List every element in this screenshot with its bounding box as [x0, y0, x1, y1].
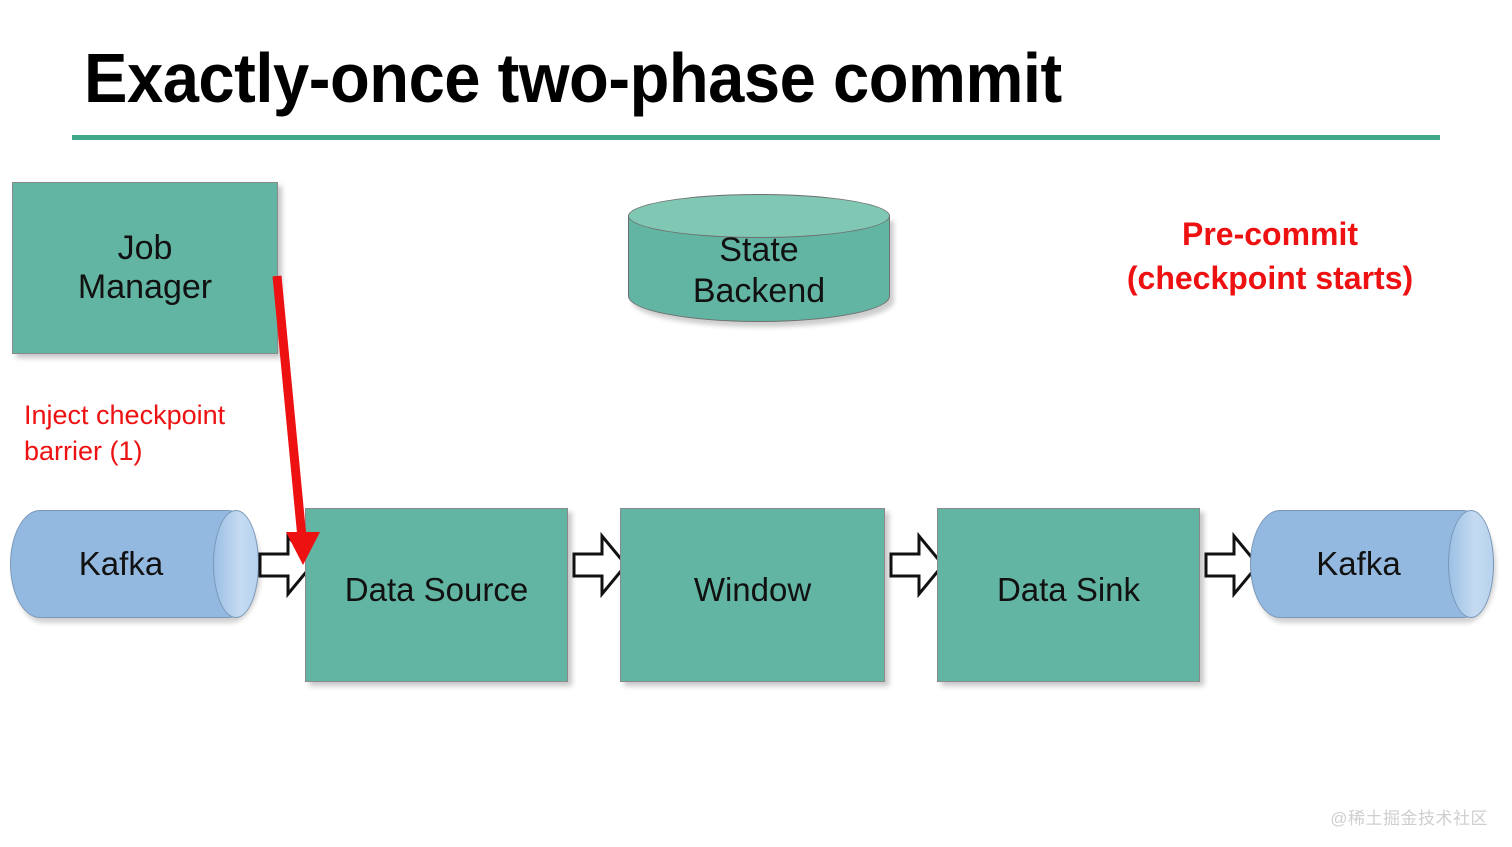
watermark-text: @稀土掘金技术社区	[1330, 809, 1488, 828]
inject-barrier-annotation: Inject checkpoint barrier (1)	[24, 400, 226, 466]
kafka-source-cylinder: Kafka	[10, 510, 259, 618]
page-title: Exactly-once two-phase commit	[84, 39, 1062, 117]
data-source-label: Data Source	[344, 571, 529, 608]
state-backend-label: State Backend	[692, 231, 826, 311]
kafka-source-label: Kafka	[78, 545, 164, 582]
title-underline-rule	[72, 135, 1440, 140]
kafka-sink-cap-ellipse	[1448, 510, 1494, 618]
kafka-sink-label: Kafka	[1316, 545, 1401, 582]
job-manager-label: Job Manager	[77, 228, 213, 306]
flow-arrow-window-to-sink	[889, 532, 945, 598]
state-backend-cylinder: State Backend	[628, 194, 890, 322]
window-box: Window	[620, 508, 885, 682]
window-label: Window	[693, 571, 812, 608]
flow-arrow-source-to-window	[572, 532, 628, 598]
kafka-source-cap-ellipse	[213, 510, 259, 618]
flow-arrow-sink-to-kafka	[1204, 532, 1260, 598]
pre-commit-annotation: Pre-commit (checkpoint starts)	[1126, 216, 1414, 297]
data-source-box: Data Source	[305, 508, 568, 682]
job-manager-box: Job Manager	[12, 182, 278, 354]
data-sink-label: Data Sink	[996, 571, 1141, 608]
state-backend-top-ellipse	[628, 194, 890, 238]
kafka-sink-cylinder: Kafka	[1250, 510, 1494, 618]
data-sink-box: Data Sink	[937, 508, 1200, 682]
